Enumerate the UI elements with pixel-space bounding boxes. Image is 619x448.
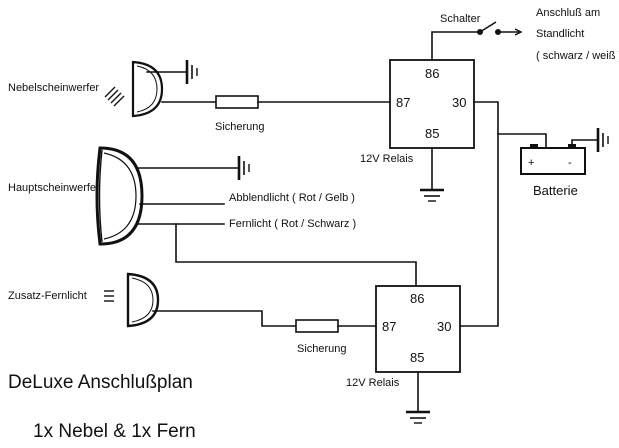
ground-icon (420, 188, 444, 202)
chassis-ground-icon (237, 156, 250, 180)
relay1-pin-85: 85 (425, 126, 439, 141)
high-beam-label: Fernlicht ( Rot / Schwarz ) (229, 218, 356, 230)
relay2-pin-86: 86 (410, 291, 424, 306)
parking-light-label-1: Anschluß am (536, 7, 600, 19)
relay2-pin-87: 87 (382, 319, 396, 334)
chassis-ground-icon (596, 128, 609, 152)
switch-icon (476, 21, 501, 35)
low-beam-label: Abblendlicht ( Rot / Gelb ) (229, 192, 355, 204)
fog-lamp-icon (104, 60, 164, 118)
parking-light-label-3: ( schwarz / weiß ) (536, 50, 619, 62)
fuse-icon (295, 319, 339, 333)
chassis-ground-icon (185, 60, 198, 84)
relay2-label: 12V Relais (346, 377, 400, 389)
diagram-title: DeLuxe Anschlußplan (8, 372, 193, 393)
headlamp-icon (95, 146, 144, 246)
battery-minus: - (568, 157, 572, 169)
relay1-label: 12V Relais (360, 153, 414, 165)
high-beam-icon (104, 272, 160, 328)
ground-icon (406, 410, 430, 424)
switch-label: Schalter (440, 13, 481, 25)
relay2-pin-30: 30 (437, 319, 451, 334)
relay2-pin-85: 85 (410, 350, 424, 365)
parking-light-label-2: Standlicht (536, 28, 584, 40)
relay1-pin-86: 86 (425, 66, 439, 81)
battery-label: Batterie (533, 183, 578, 198)
relay-icon (375, 285, 461, 373)
battery-plus: + (528, 157, 534, 169)
relay-icon (389, 59, 475, 149)
fuse-icon (215, 95, 259, 109)
diagram-subtitle: 1x Nebel & 1x Fern (33, 421, 196, 442)
aux-high-beam-label: Zusatz-Fernlicht (8, 290, 87, 302)
fuse-label-top: Sicherung (215, 121, 265, 133)
fuse-label-bottom: Sicherung (297, 343, 347, 355)
fog-lamp-label: Nebelscheinwerfer (8, 82, 99, 94)
relay1-pin-30: 30 (452, 95, 466, 110)
relay1-pin-87: 87 (396, 95, 410, 110)
battery-icon (520, 144, 586, 175)
headlamp-label: Hauptscheinwerfer (8, 182, 100, 194)
